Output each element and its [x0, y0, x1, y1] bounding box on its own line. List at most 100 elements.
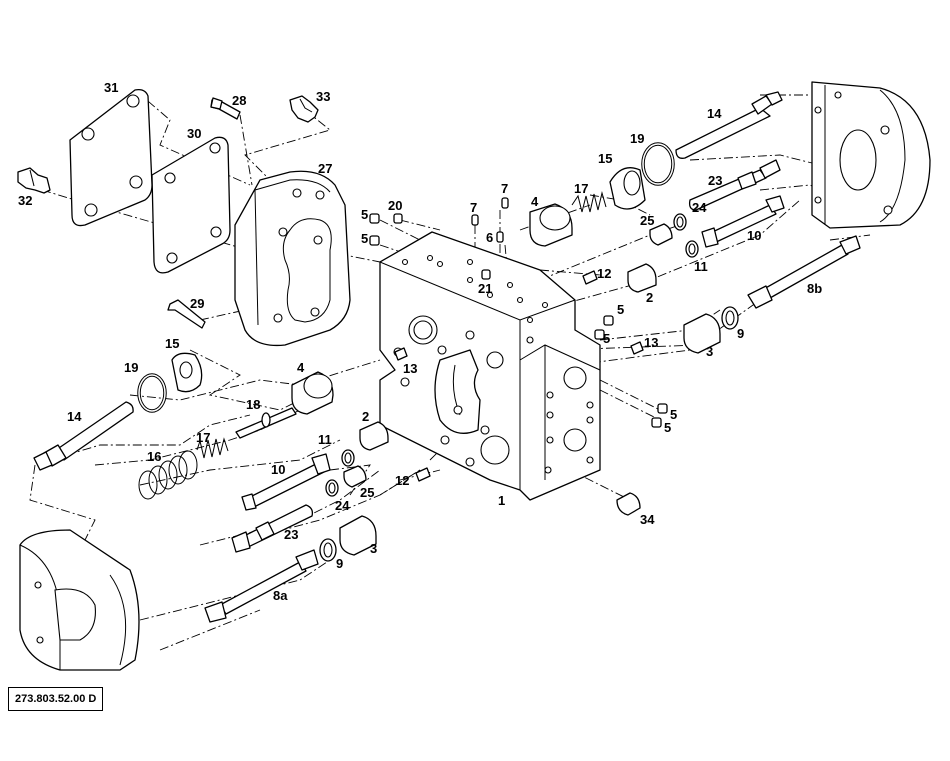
part-14-shaft-lower	[33, 401, 134, 471]
part-2-sleeve-lower	[359, 421, 389, 451]
callout-21: 21	[478, 281, 492, 296]
callout-12: 12	[597, 266, 611, 281]
part-9-seal-lower	[319, 538, 337, 562]
callout-3: 3	[706, 344, 713, 359]
callout-28: 28	[232, 93, 246, 108]
part-3-sleeve-upper	[683, 313, 721, 354]
callout-1: 1	[498, 493, 505, 508]
part-25-plug-lower	[343, 465, 367, 488]
part-27-valve-housing	[234, 170, 351, 347]
callout-14: 14	[67, 409, 82, 424]
callout-4: 4	[531, 194, 539, 209]
part-8b-spool	[747, 235, 861, 309]
callout-19: 19	[630, 131, 644, 146]
part-14-shaft-upper	[675, 91, 783, 159]
callout-8b: 8b	[807, 281, 822, 296]
callout-labels: 12233445555556778a8b99101011111212131314…	[18, 80, 822, 603]
small-plugs	[369, 197, 668, 516]
part-15-spring-seat-upper	[609, 167, 646, 210]
callout-18: 18	[246, 397, 260, 412]
part-5-plug	[657, 403, 668, 414]
part-19-snap-ring-upper	[641, 142, 675, 186]
callout-5: 5	[603, 331, 610, 346]
part-8a-spool	[204, 549, 319, 623]
part-30-gasket	[151, 136, 231, 274]
callout-31: 31	[104, 80, 118, 95]
part-23-spool-lower	[231, 504, 314, 553]
callout-7: 7	[501, 181, 508, 196]
callout-11: 11	[694, 259, 708, 274]
part-34-plug	[616, 492, 641, 516]
callout-13: 13	[403, 361, 417, 376]
part-17-spring-lower	[196, 437, 229, 459]
callout-25: 25	[360, 485, 374, 500]
part-28-bolt	[210, 97, 241, 120]
callout-25: 25	[640, 213, 654, 228]
callout-5: 5	[664, 420, 671, 435]
end-housing-left	[19, 529, 140, 671]
callout-23: 23	[708, 173, 722, 188]
callout-24: 24	[692, 200, 707, 215]
callout-5: 5	[361, 207, 368, 222]
part-5-plug	[369, 213, 380, 224]
part-32-plug	[17, 167, 51, 194]
callout-3: 3	[370, 541, 377, 556]
callout-5: 5	[361, 231, 368, 246]
part-13-plug	[630, 341, 644, 355]
part-4-sleeve-upper	[529, 203, 573, 247]
callout-5: 5	[617, 302, 624, 317]
part-11-ring-lower	[341, 449, 355, 467]
part-18-pin	[235, 407, 297, 439]
drawing-number: 273.803.52.00 D	[8, 687, 104, 711]
part-16-spring	[138, 450, 198, 500]
part-10-spool-lower	[241, 453, 331, 511]
callout-23: 23	[284, 527, 298, 542]
part-2-sleeve-upper	[627, 263, 657, 293]
part-19-snap-ring-lower	[137, 373, 167, 413]
callout-17: 17	[196, 430, 210, 445]
callout-10: 10	[271, 462, 285, 477]
callout-8a: 8a	[273, 588, 288, 603]
callout-9: 9	[336, 556, 343, 571]
part-11-ring-upper	[685, 240, 699, 258]
callout-12: 12	[395, 473, 409, 488]
part-29-bolt	[167, 299, 206, 329]
callout-19: 19	[124, 360, 138, 375]
callout-10: 10	[747, 228, 761, 243]
part-15-spring-seat-lower	[171, 352, 203, 393]
part-5-plug	[594, 329, 605, 340]
part-9-seal-upper	[721, 306, 739, 330]
callout-13: 13	[644, 335, 658, 350]
part-20-plug	[393, 213, 403, 224]
callout-24: 24	[335, 498, 350, 513]
callout-34: 34	[640, 512, 655, 527]
part-31-cover-plate	[69, 88, 153, 227]
part-21-plug	[481, 269, 491, 280]
callout-6: 6	[486, 230, 493, 245]
part-3-sleeve-lower	[339, 515, 377, 556]
callout-27: 27	[318, 161, 332, 176]
part-7-plug	[501, 197, 509, 209]
callout-30: 30	[187, 126, 201, 141]
part-12-plug	[415, 467, 431, 482]
callout-29: 29	[190, 296, 204, 311]
part-24-ring-upper	[673, 213, 687, 231]
part-5-plug	[651, 417, 662, 428]
callout-20: 20	[388, 198, 402, 213]
callout-4: 4	[297, 360, 305, 375]
part-4-sleeve-lower	[291, 371, 334, 415]
part-12-plug	[582, 270, 598, 285]
part-23-spool-upper	[688, 159, 781, 211]
part-24-ring-lower	[325, 479, 339, 497]
callout-17: 17	[574, 181, 588, 196]
callout-16: 16	[147, 449, 161, 464]
callout-7: 7	[470, 200, 477, 215]
part-1-valve-block	[379, 231, 601, 501]
callout-2: 2	[362, 409, 369, 424]
callout-15: 15	[165, 336, 179, 351]
part-5-plug	[603, 315, 614, 326]
callout-11: 11	[318, 432, 332, 447]
part-13-plug	[394, 347, 408, 361]
